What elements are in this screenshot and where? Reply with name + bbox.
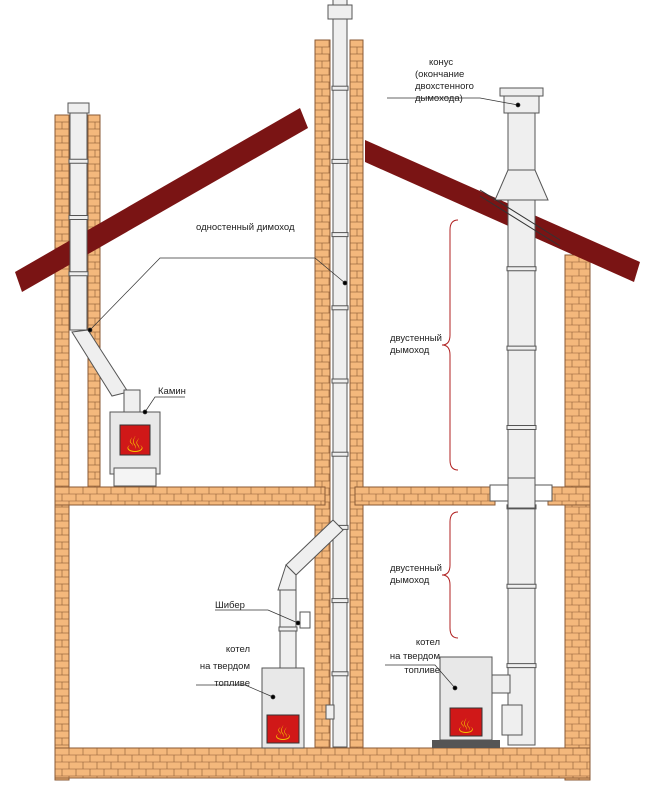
floor-left [54, 486, 326, 506]
fireplace: ♨ [109, 411, 161, 487]
pipe-section [68, 104, 89, 331]
pipes [67, 0, 561, 748]
label-line: двустенный [390, 563, 442, 574]
cone-label-line: двохстенного [415, 81, 474, 92]
label-line: котел [415, 637, 440, 648]
pipe-section [506, 109, 537, 746]
cone-label: конус (окончание двохстенного дымохода) [415, 57, 474, 105]
label-line: дымоход [390, 345, 430, 356]
svg-text:♨: ♨ [274, 723, 292, 745]
single-wall-label: одностенный димоход [196, 222, 295, 233]
label-line: дымоход [390, 575, 430, 586]
label-line: топливе [404, 665, 440, 676]
boiler-left-label: котел на твердом топливе [200, 641, 250, 692]
left-outer-wall [54, 114, 70, 781]
boiler-left: ♨ [261, 667, 305, 749]
central-chimney-left-wall [314, 39, 331, 751]
cone-label-line: дымохода) [415, 93, 463, 104]
pipe-section [278, 589, 298, 669]
label-line: двустенный [390, 333, 442, 344]
central-chimney-right-wall [349, 39, 364, 751]
cone-label-line: конус [429, 57, 454, 68]
fireplace-label: Камин [158, 386, 186, 397]
svg-text:♨: ♨ [457, 716, 475, 738]
double-wall-upper-label: двустенный дымоход [390, 333, 442, 357]
pipe-section [331, 14, 349, 748]
label-line: котел [225, 644, 250, 655]
label-line: топливе [214, 678, 250, 689]
boiler-right-label: котел на твердом топливе [385, 636, 440, 678]
label-line: на твердом [389, 651, 440, 662]
ground-floor [54, 747, 591, 779]
boiler-right: ♨ [432, 656, 511, 748]
pipe-section [507, 477, 536, 509]
damper-label: Шибер [215, 600, 245, 611]
roof [15, 108, 640, 292]
left-chimney-wall [87, 114, 101, 489]
brackets [441, 219, 459, 639]
floor-middle [354, 486, 496, 506]
cone-label-line: (окончание [415, 69, 465, 80]
right-wall [564, 254, 591, 781]
double-wall-lower-label: двустенный дымоход [390, 563, 442, 587]
leader-lines [87, 97, 521, 700]
label-line: на твердом [199, 661, 250, 672]
brick-walls [54, 39, 591, 781]
svg-text:♨: ♨ [125, 432, 145, 457]
pipe-section [123, 389, 141, 413]
floor-right [547, 486, 591, 506]
